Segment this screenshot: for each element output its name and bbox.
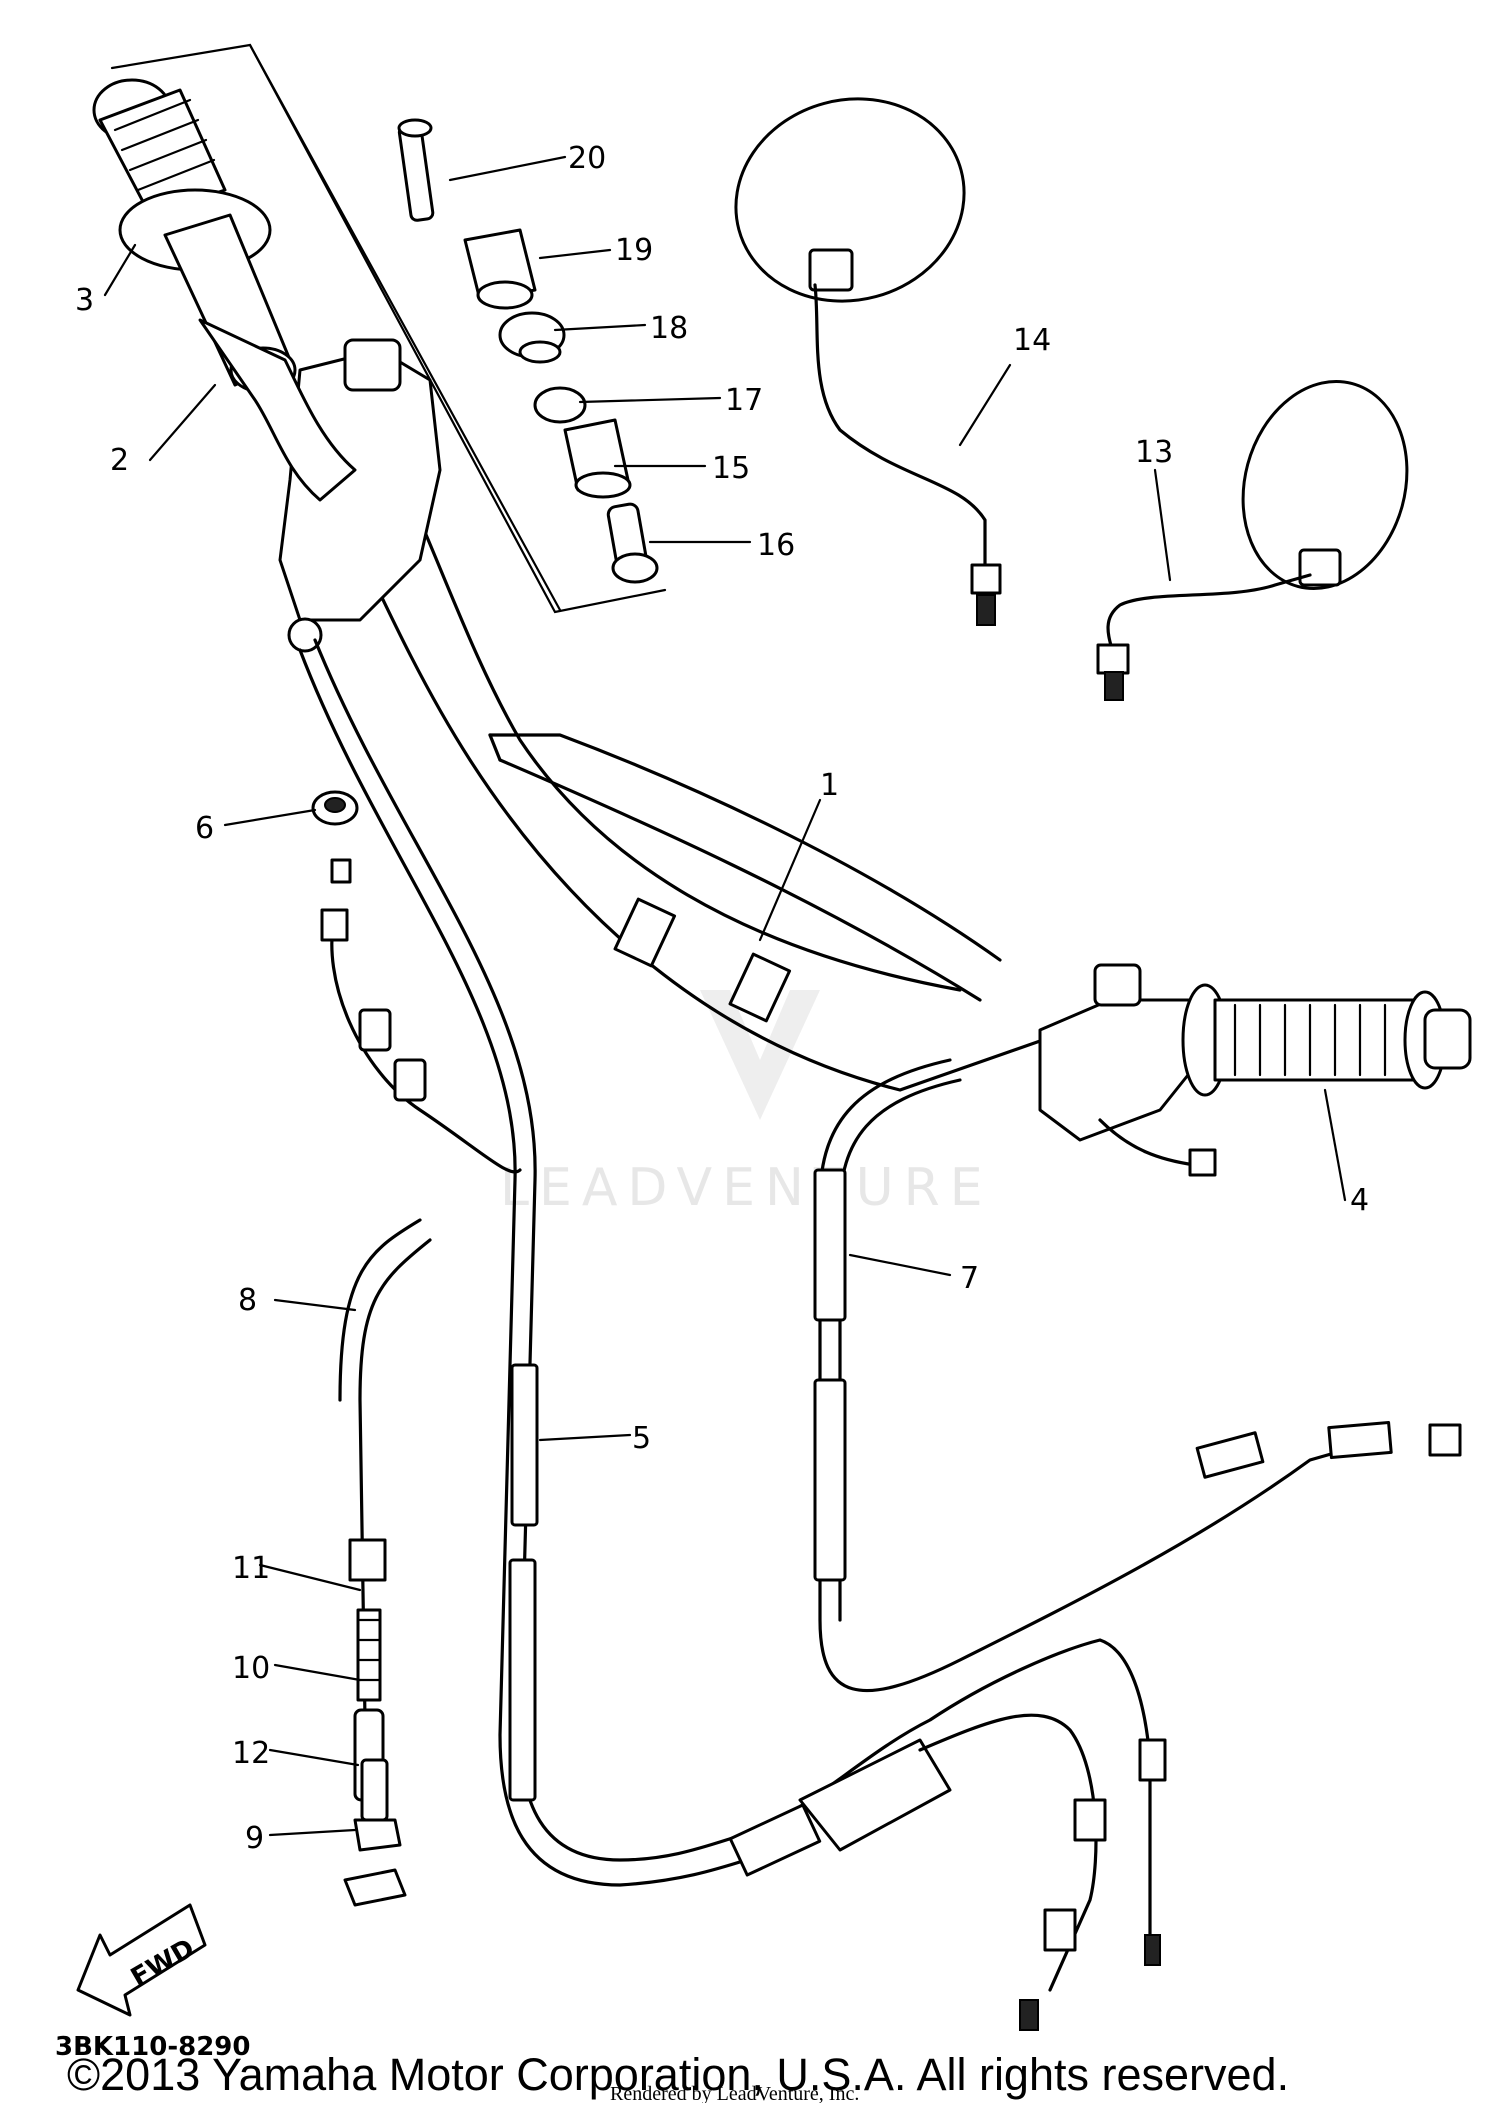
rendered-by-note: Rendered by LeadVenture, Inc. — [610, 2083, 859, 2103]
callout-16: 16 — [757, 528, 795, 563]
callout-14: 14 — [1013, 323, 1051, 358]
callout-1: 1 — [820, 768, 839, 803]
callout-12: 12 — [232, 1736, 270, 1771]
callout-20: 20 — [568, 141, 606, 176]
right-grip-assembly — [1038, 963, 1472, 1177]
mirror-left — [734, 97, 1002, 626]
watermark: LEADVENTURE — [500, 990, 993, 1218]
callout-19: 19 — [615, 233, 653, 268]
cable-7 — [813, 1058, 1462, 1693]
callout-4: 4 — [1350, 1183, 1369, 1218]
callout-9: 9 — [245, 1821, 264, 1856]
callout-labels: 1 2 3 4 5 6 7 8 9 10 11 12 13 14 15 16 1… — [75, 141, 1369, 1856]
callout-13: 13 — [1135, 435, 1173, 470]
callout-5: 5 — [632, 1421, 651, 1456]
callout-2: 2 — [110, 443, 129, 478]
callout-10: 10 — [232, 1651, 270, 1686]
copyright-notice: ©2013 Yamaha Motor Corporation, U.S.A. A… — [67, 2049, 1289, 2100]
callout-3: 3 — [75, 283, 94, 318]
callout-7: 7 — [960, 1261, 979, 1296]
callout-6: 6 — [195, 811, 214, 846]
left-switch-housing — [278, 338, 442, 653]
throttle-cable-5 — [298, 638, 1167, 1966]
callout-8: 8 — [238, 1283, 257, 1318]
callout-11: 11 — [232, 1551, 270, 1586]
callout-18: 18 — [650, 311, 688, 346]
cable-8 — [320, 858, 522, 1907]
watermark-text: LEADVENTURE — [500, 1158, 993, 1218]
bar-end-parts — [397, 118, 659, 584]
mirror-right — [1096, 379, 1409, 701]
cable-end-6 — [311, 790, 359, 826]
callout-15: 15 — [712, 451, 750, 486]
left-grip-assembly — [92, 78, 357, 502]
watermark-logo — [700, 990, 820, 1120]
cable-junction — [728, 1713, 1107, 2031]
fwd-arrow: FWD — [76, 1903, 207, 2017]
assembly-bracket — [110, 43, 667, 614]
callout-17: 17 — [725, 383, 763, 418]
leader-lines — [103, 155, 1347, 1837]
handlebar — [273, 383, 1102, 1092]
diagram-code: 3BK110-8290 — [55, 2032, 250, 2062]
